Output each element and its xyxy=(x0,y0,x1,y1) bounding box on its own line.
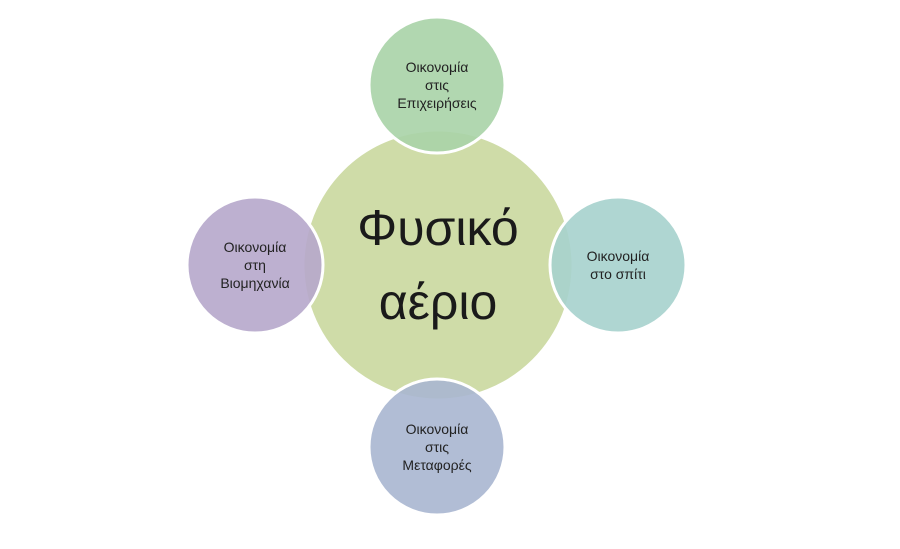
satellite-circle-top xyxy=(367,15,507,155)
satellite-label-right: Οικονομία στο σπίτι xyxy=(586,248,650,282)
satellite-circle-right xyxy=(548,195,688,335)
satellite-circle-left xyxy=(185,195,325,335)
satellite-label-left: Οικονομία στη Βιομηχανία xyxy=(220,239,290,291)
center-label: Φυσικό αέριο xyxy=(357,200,519,330)
satellite-label-top: Οικονομία στις Επιχειρήσεις xyxy=(397,59,477,111)
satellite-circle-bottom xyxy=(367,377,507,517)
satellite-label-bottom: Οικονομία στις Μεταφορές xyxy=(402,421,472,473)
